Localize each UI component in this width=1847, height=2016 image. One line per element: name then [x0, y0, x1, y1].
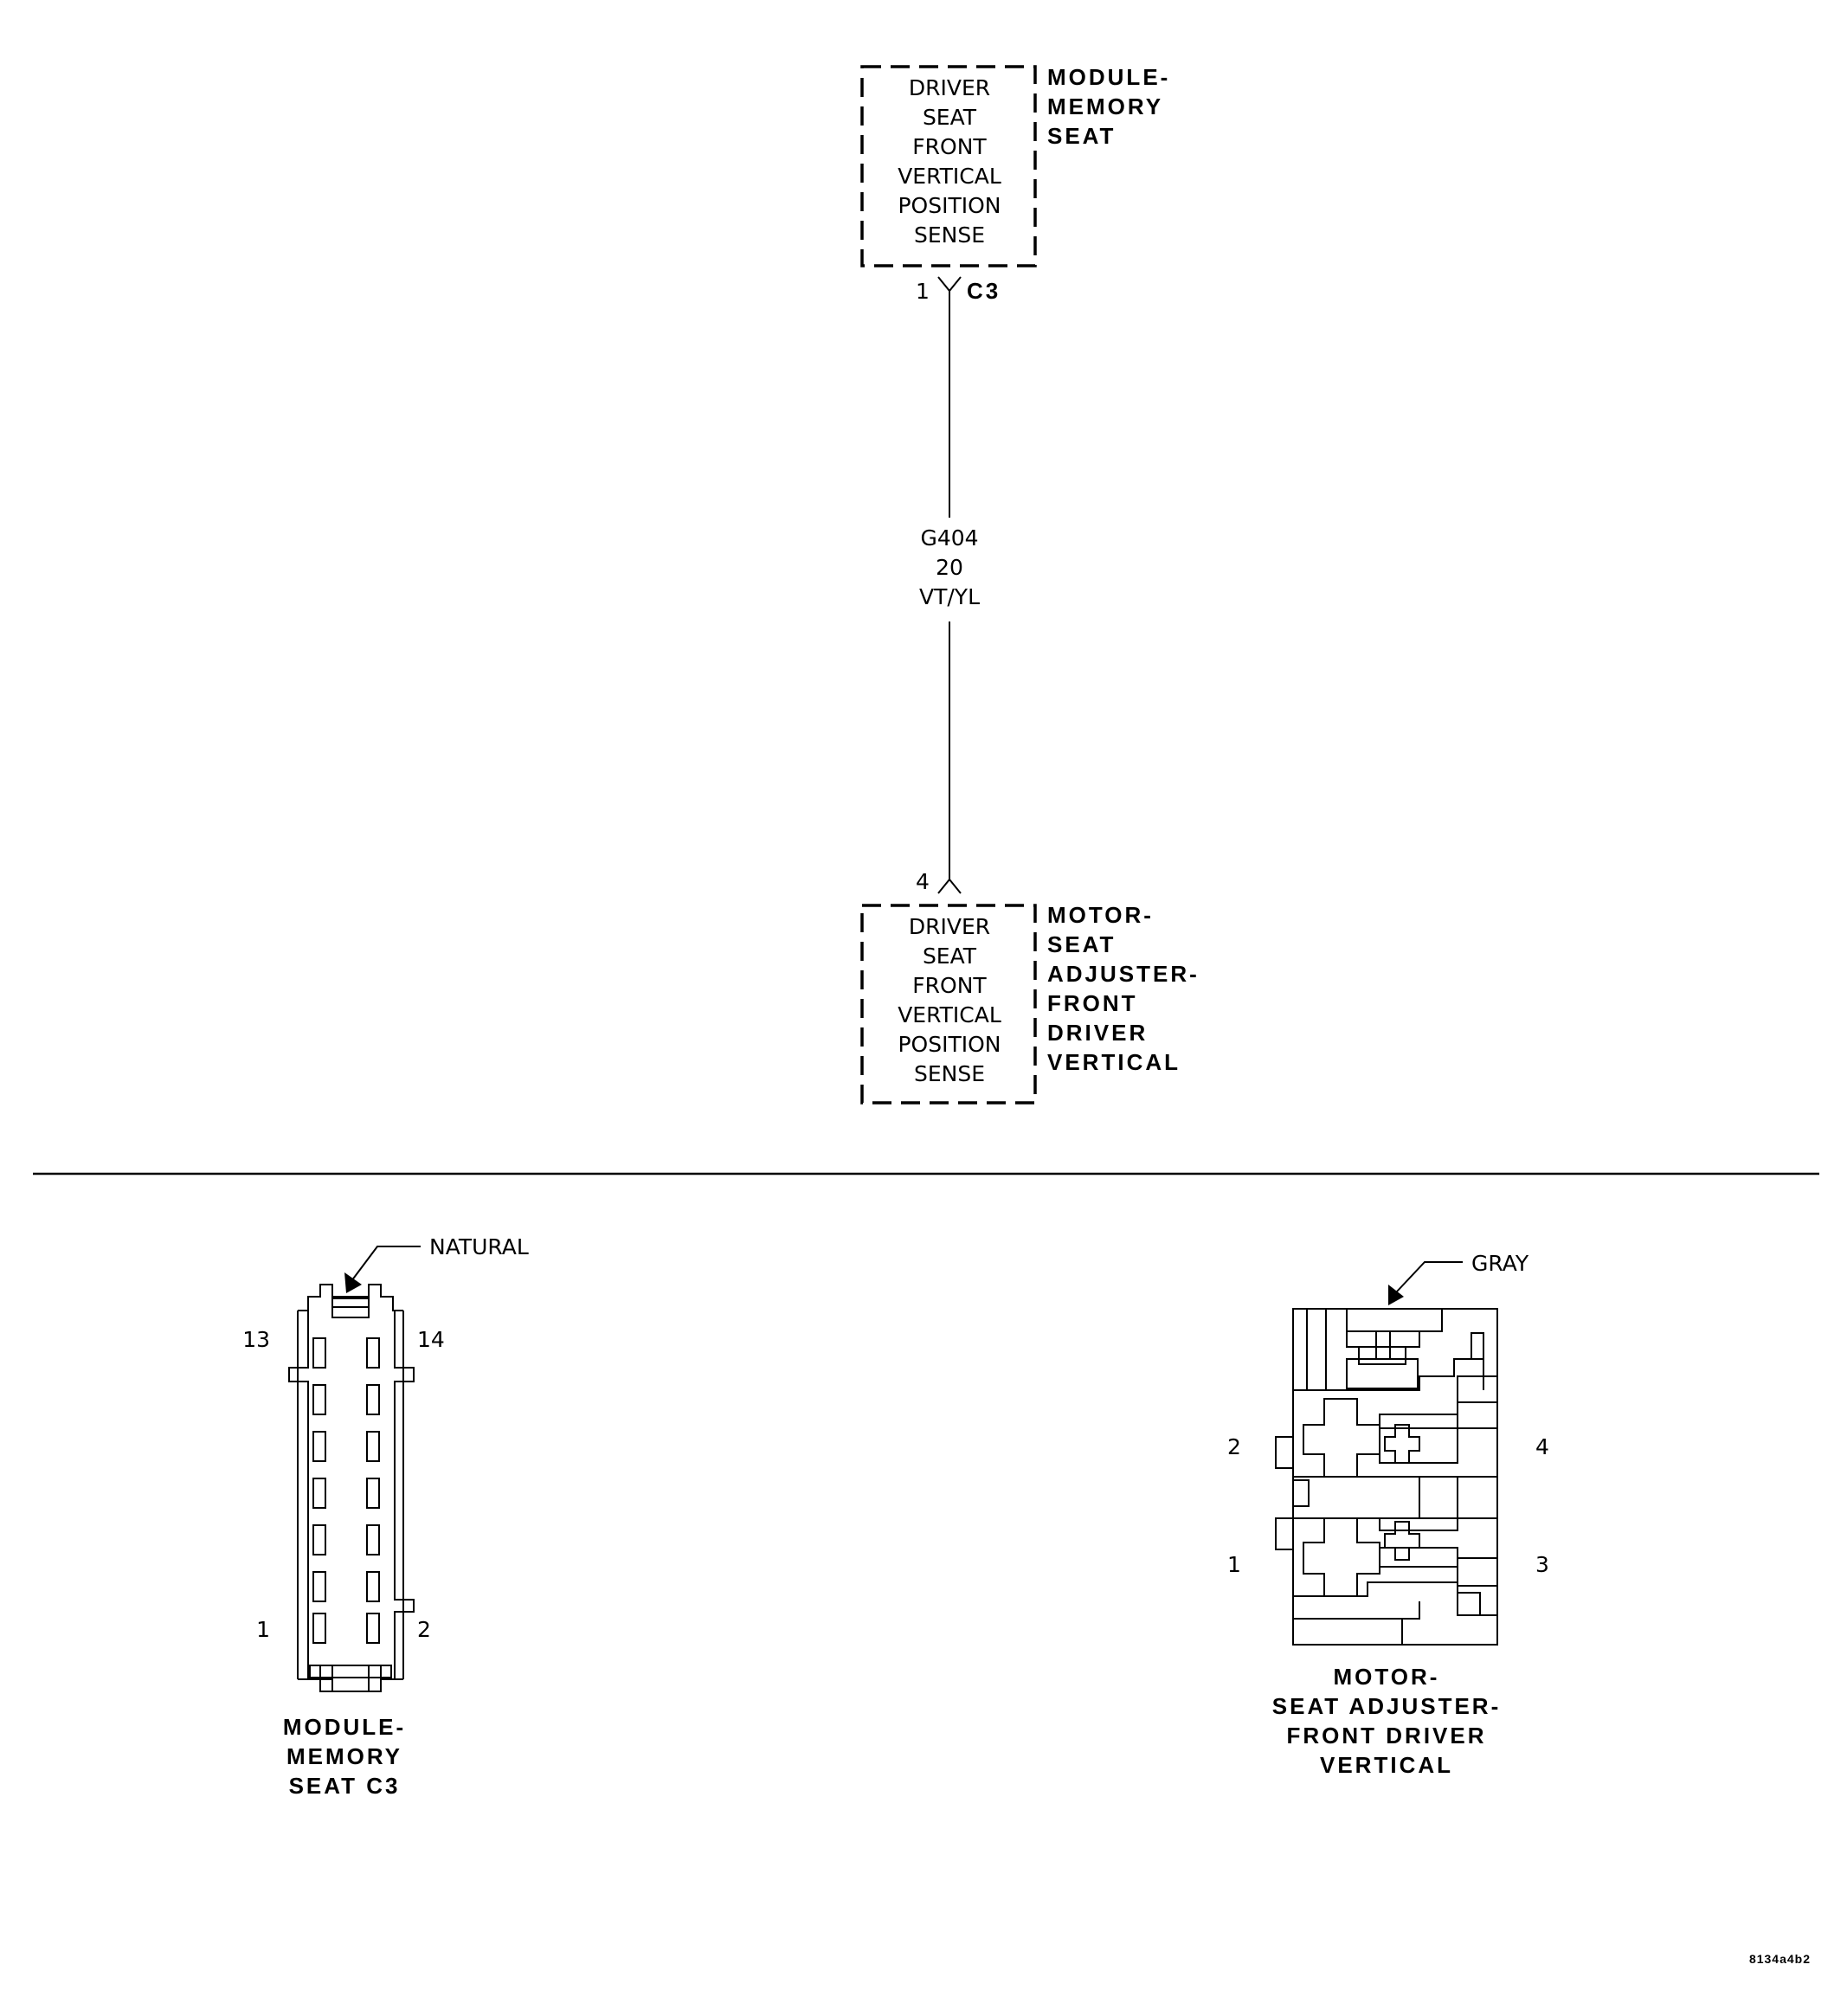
cavity — [312, 1524, 326, 1555]
gray-callout-leader — [1396, 1261, 1463, 1292]
motor-pin-2: 2 — [1227, 1434, 1241, 1459]
top-box-line-1: DRIVER — [909, 75, 990, 100]
cavity — [366, 1337, 380, 1369]
bottom-label-line-2: SEAT — [1047, 931, 1116, 957]
cavity — [312, 1613, 326, 1644]
motor-caption-line-2: SEAT ADJUSTER- — [1272, 1693, 1501, 1719]
female-terminal-symbol — [937, 276, 962, 293]
figure-id: 8134a4b2 — [1749, 1952, 1811, 1966]
c3-pin-cavities — [312, 1337, 380, 1644]
motor-pin-4: 4 — [1535, 1434, 1549, 1459]
c3-caption-line-1: MODULE- — [283, 1714, 406, 1740]
c3-pin-1: 1 — [256, 1617, 270, 1642]
cavity — [366, 1613, 380, 1644]
cavity — [366, 1524, 380, 1555]
cavity — [312, 1431, 326, 1462]
bottom-label-line-4: FRONT — [1047, 990, 1138, 1016]
cavity — [312, 1384, 326, 1415]
natural-color-label: NATURAL — [429, 1234, 529, 1259]
terminal-cavity-pin-2 — [1303, 1398, 1380, 1478]
bottom-box-line-2: SEAT — [923, 944, 977, 969]
top-pin-number: 1 — [916, 279, 930, 304]
cavity — [366, 1571, 380, 1602]
c3-pin-13: 13 — [242, 1327, 270, 1352]
top-connector-name: C3 — [967, 278, 1001, 304]
module-memory-seat-block: DRIVER SEAT FRONT VERTICAL POSITION SENS… — [860, 64, 1170, 267]
cavity — [366, 1478, 380, 1509]
top-box-line-3: FRONT — [912, 134, 987, 159]
bottom-box-line-5: POSITION — [898, 1032, 1001, 1057]
top-label-line-1: MODULE- — [1047, 64, 1170, 90]
natural-callout-leader — [351, 1246, 421, 1282]
terminal-cavity-pin-4 — [1384, 1424, 1420, 1464]
gray-callout-arrowhead — [1388, 1285, 1404, 1305]
motor-caption-line-1: MOTOR- — [1334, 1664, 1440, 1690]
top-box-line-2: SEAT — [923, 105, 977, 130]
c3-pin-2: 2 — [417, 1617, 431, 1642]
top-box-line-4: VERTICAL — [898, 164, 1001, 189]
motor-pin: 4 — [916, 869, 962, 894]
motor-connector-face-view: GRAY — [1227, 1251, 1549, 1778]
motor-top-latch — [1346, 1308, 1443, 1332]
module-memory-seat-box — [860, 65, 1037, 267]
gray-color-label: GRAY — [1471, 1251, 1529, 1276]
cavity — [312, 1478, 326, 1509]
bottom-pin-number: 4 — [916, 869, 930, 894]
motor-seat-adjuster-block: DRIVER SEAT FRONT VERTICAL POSITION SENS… — [860, 902, 1200, 1105]
motor-pin-3: 3 — [1535, 1552, 1549, 1577]
motor-pin-1: 1 — [1227, 1552, 1241, 1577]
wire-circuit: G404 — [920, 525, 978, 551]
bottom-label-line-6: VERTICAL — [1047, 1049, 1181, 1075]
c3-caption-line-2: MEMORY — [286, 1743, 402, 1769]
c3-caption-line-3: SEAT C3 — [289, 1773, 401, 1799]
wire-gauge: 20 — [936, 555, 963, 580]
cavity — [366, 1384, 380, 1415]
terminal-cavity-pin-3 — [1384, 1521, 1420, 1561]
top-label-line-2: MEMORY — [1047, 93, 1163, 119]
connector-c3-pin: 1 C3 — [916, 276, 1001, 304]
c3-pin-14: 14 — [417, 1327, 445, 1352]
motor-caption-line-4: VERTICAL — [1320, 1752, 1453, 1778]
cavity — [366, 1431, 380, 1462]
bottom-box-line-4: VERTICAL — [898, 1002, 1001, 1027]
terminal-cavity-pin-1 — [1303, 1517, 1380, 1597]
top-label-line-3: SEAT — [1047, 123, 1116, 149]
bottom-box-line-6: SENSE — [914, 1061, 985, 1086]
motor-seat-adjuster-box — [860, 904, 1037, 1105]
wire-color: VT/YL — [919, 584, 980, 609]
bottom-label-line-3: ADJUSTER- — [1047, 961, 1200, 987]
bottom-box-line-3: FRONT — [912, 973, 987, 998]
cavity — [312, 1337, 326, 1369]
cavity — [312, 1571, 326, 1602]
top-box-line-6: SENSE — [914, 222, 985, 248]
bottom-label-line-5: DRIVER — [1047, 1020, 1148, 1046]
top-box-line-5: POSITION — [898, 193, 1001, 218]
bottom-box-line-1: DRIVER — [909, 914, 990, 939]
connector-c3-face-view: NATURAL — [242, 1234, 529, 1799]
natural-callout-arrowhead — [344, 1272, 362, 1293]
motor-caption-line-3: FRONT DRIVER — [1287, 1723, 1487, 1749]
wire-label: G404 20 VT/YL — [919, 525, 980, 609]
c3-housing-outline — [288, 1284, 415, 1692]
bottom-label-line-1: MOTOR- — [1047, 902, 1154, 928]
male-terminal-symbol — [937, 878, 962, 894]
